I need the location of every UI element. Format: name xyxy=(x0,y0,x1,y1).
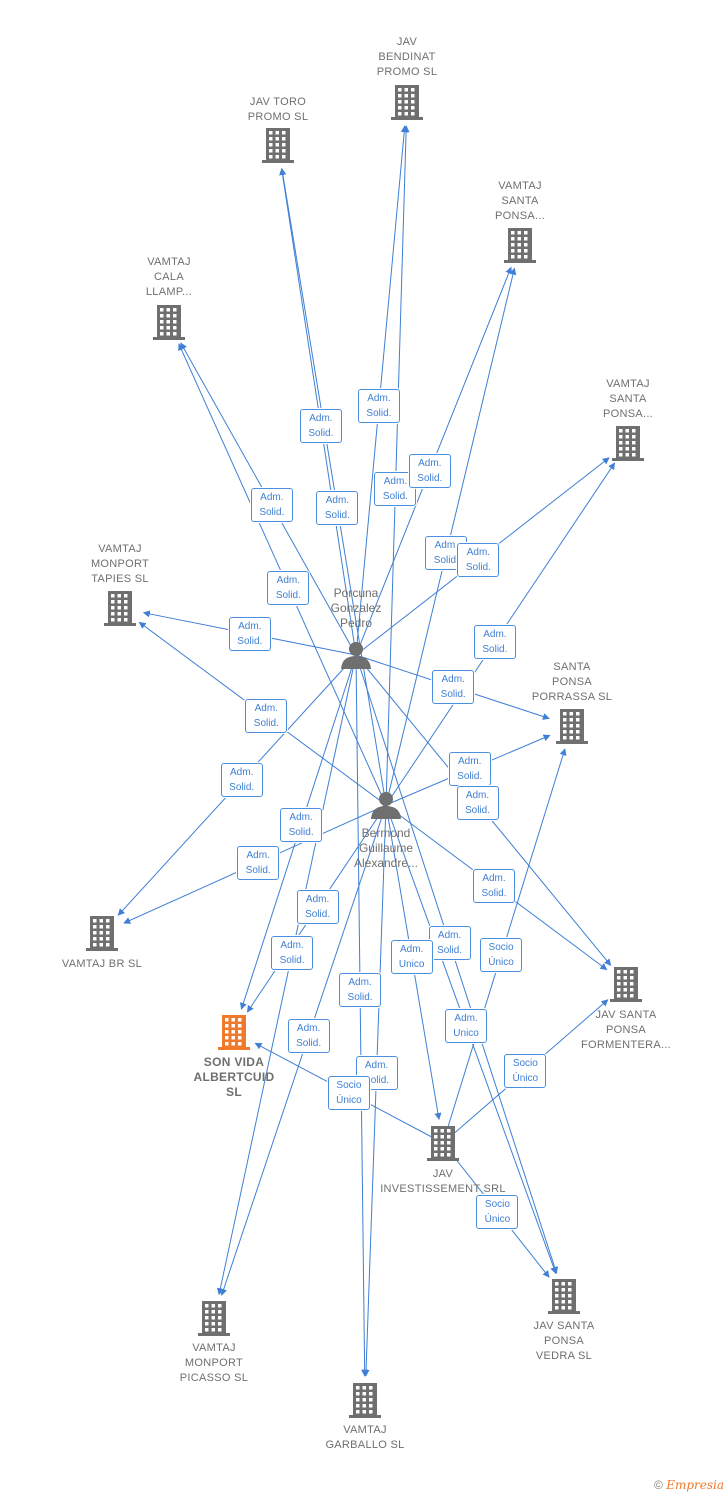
focus-building-icon[interactable] xyxy=(218,1015,250,1050)
building-icon[interactable] xyxy=(504,228,536,263)
edge-label[interactable]: Adm. Unico xyxy=(445,1008,488,1043)
edge-label[interactable]: Adm. Solid. xyxy=(287,1018,330,1053)
node-label-jav-santa-ponsa-formentera[interactable]: JAV SANTA PONSA FORMENTERA... xyxy=(580,1009,672,1051)
edge-label[interactable]: Adm. Solid. xyxy=(267,570,310,605)
edge-label[interactable]: Adm. Solid. xyxy=(408,453,451,488)
building-icon[interactable] xyxy=(198,1301,230,1336)
edge-label[interactable]: Socio Único xyxy=(327,1076,370,1111)
copyright-symbol: © xyxy=(654,1478,663,1492)
edge-label[interactable]: Adm. Solid. xyxy=(473,868,515,903)
edge-label[interactable]: Adm. Solid. xyxy=(357,389,400,424)
edge-label[interactable]: Adm. Solid. xyxy=(432,669,475,704)
edge-label[interactable]: Adm. Solid. xyxy=(448,752,491,787)
edge-porcuna-vamtaj-garballo xyxy=(355,654,369,1377)
node-label-vamtaj-monport-tapies[interactable]: VAMTAJ MONPORT TAPIES SL xyxy=(90,543,150,585)
edge-bermond-vamtaj-garballo xyxy=(362,804,387,1377)
node-label-jav-bendinat[interactable]: JAV BENDINAT PROMO SL xyxy=(376,36,438,78)
building-icon[interactable] xyxy=(104,591,136,626)
building-icon[interactable] xyxy=(612,426,644,461)
edge-label[interactable]: Adm. Solid. xyxy=(456,786,499,821)
node-label-vamtaj-monport-picasso[interactable]: VAMTAJ MONPORT PICASSO SL xyxy=(179,1342,249,1384)
building-icon[interactable] xyxy=(349,1383,381,1418)
edge-label[interactable]: Adm. Solid. xyxy=(473,625,516,660)
node-label-jav-santa-ponsa-vedra[interactable]: JAV SANTA PONSA VEDRA SL xyxy=(533,1320,595,1362)
edge-label[interactable]: Socio Único xyxy=(480,938,523,973)
edge-label[interactable]: Adm. Solid. xyxy=(245,699,288,734)
edge-label[interactable]: Adm. Solid. xyxy=(457,542,500,577)
edge-label[interactable]: Adm. Solid. xyxy=(316,491,359,525)
edge-label[interactable]: Adm. Solid. xyxy=(296,890,339,925)
person-icon[interactable] xyxy=(371,792,401,819)
edge-porcuna-jav-santa-ponsa-vedra xyxy=(355,654,558,1274)
edge-label[interactable]: Adm. Solid. xyxy=(220,763,263,798)
node-label-jav-investissement[interactable]: JAV INVESTISSEMENT SRL xyxy=(380,1168,506,1195)
node-label-vamtaj-santa-ponsa-1[interactable]: VAMTAJ SANTA PONSA... xyxy=(494,180,546,222)
building-icon[interactable] xyxy=(548,1279,580,1314)
edge-label[interactable]: Adm. Solid. xyxy=(237,845,280,880)
building-icon[interactable] xyxy=(262,128,294,163)
node-label-santa-ponsa-porrassa[interactable]: SANTA PONSA PORRASSA SL xyxy=(531,661,613,703)
edge-label[interactable]: Adm. Solid. xyxy=(299,408,342,443)
node-label-bermond[interactable]: Bermond Guillaume Alexandre... xyxy=(353,826,419,870)
edge-porcuna-vamtaj-monport-picasso xyxy=(216,654,357,1296)
nodes-layer xyxy=(86,85,644,1418)
building-icon[interactable] xyxy=(610,967,642,1002)
building-icon[interactable] xyxy=(391,85,423,120)
building-icon[interactable] xyxy=(86,916,118,951)
node-label-son-vida[interactable]: SON VIDA ALBERTCUID SL xyxy=(193,1055,275,1099)
node-label-vamtaj-garballo[interactable]: VAMTAJ GARBALLO SL xyxy=(325,1424,405,1451)
edge-bermond-jav-bendinat xyxy=(385,125,410,806)
edge-label[interactable]: Socio Único xyxy=(476,1194,519,1229)
person-icon[interactable] xyxy=(341,642,371,669)
building-icon[interactable] xyxy=(153,305,185,340)
footer: © Empresia xyxy=(654,1478,724,1492)
node-label-vamtaj-santa-ponsa-2[interactable]: VAMTAJ SANTA PONSA... xyxy=(602,378,654,420)
edge-label[interactable]: Adm. Solid. xyxy=(339,973,382,1008)
edges-layer xyxy=(117,125,616,1377)
building-icon[interactable] xyxy=(556,709,588,744)
edge-label[interactable]: Adm. Solid. xyxy=(280,807,323,842)
edge-bermond-jav-toro xyxy=(279,167,387,806)
node-label-vamtaj-cala[interactable]: VAMTAJ CALA LLAMP... xyxy=(145,256,193,298)
edge-label[interactable]: Socio Único xyxy=(504,1054,547,1089)
building-icon[interactable] xyxy=(427,1126,459,1161)
edge-label[interactable]: Adm. Solid. xyxy=(228,616,271,651)
node-label-porcuna[interactable]: Porcuna Gonzalez Pedro xyxy=(330,586,382,630)
edge-label[interactable]: Adm. Solid. xyxy=(250,488,293,523)
edge-label[interactable]: Adm. Solid. xyxy=(428,926,471,961)
edge-label[interactable]: Adm. Unico xyxy=(390,940,433,975)
node-label-jav-toro[interactable]: JAV TORO PROMO SL xyxy=(247,96,309,123)
edge-label[interactable]: Adm. Solid. xyxy=(271,936,314,971)
node-label-vamtaj-br[interactable]: VAMTAJ BR SL xyxy=(61,958,143,970)
brand-logo[interactable]: Empresia xyxy=(666,1478,724,1492)
